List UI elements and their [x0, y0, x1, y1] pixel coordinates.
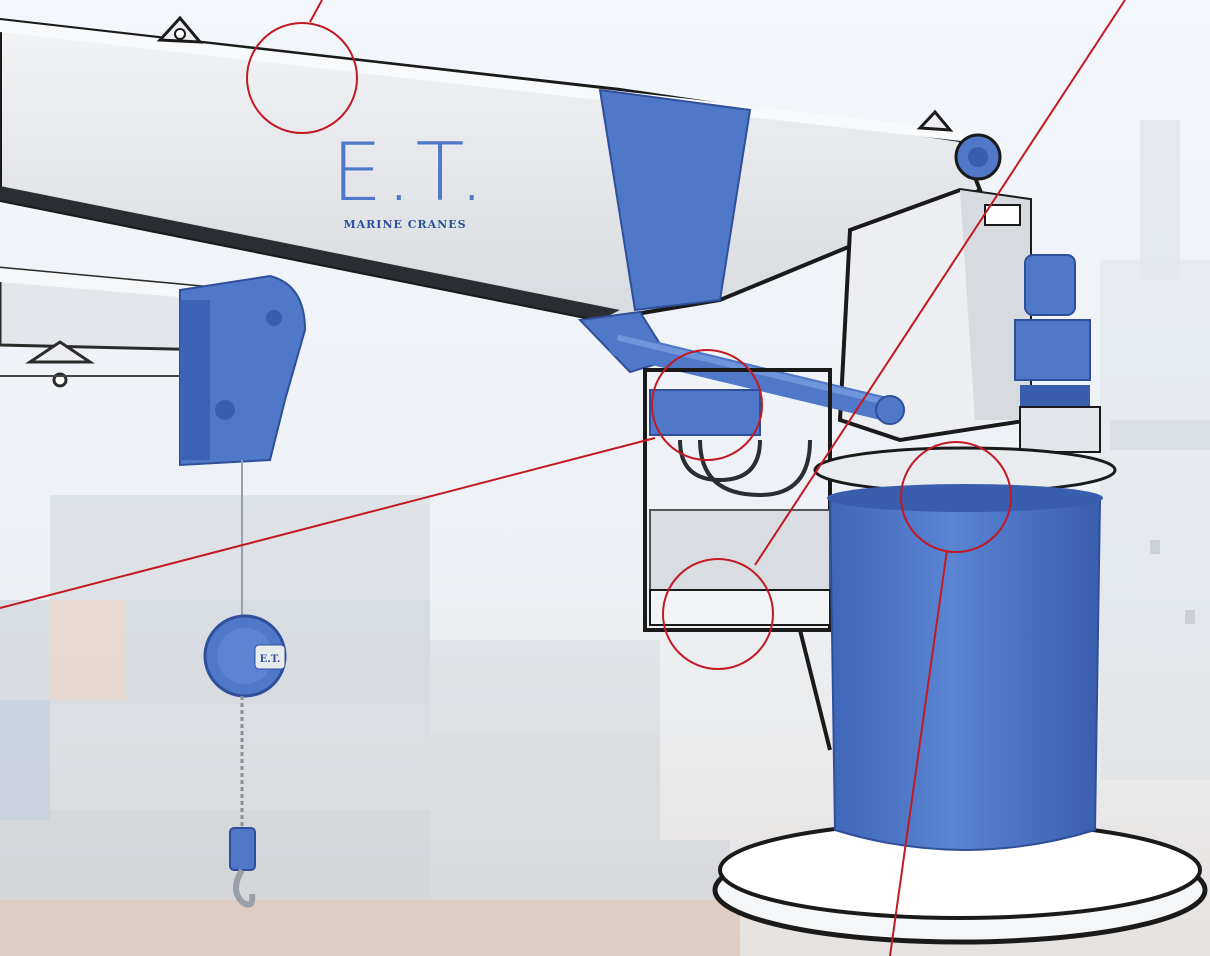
callout-slewing-circle	[900, 441, 1012, 553]
boom-logo: E.T. MARINE CRANES	[332, 126, 489, 231]
main-boom	[0, 15, 1002, 323]
valve-platform	[643, 368, 832, 751]
slew-drive-motor	[1014, 254, 1101, 453]
ship-background	[1100, 120, 1210, 780]
callout-markers	[0, 0, 1126, 956]
pedestal-column	[813, 446, 1117, 851]
container-stacks	[0, 495, 740, 956]
boom-logo-mark: E.T.	[332, 126, 489, 219]
pedestal-base	[712, 820, 1208, 945]
callout-slewing-leader	[889, 549, 948, 956]
callout-valves-leader	[0, 437, 656, 609]
boom-tip-sheave	[179, 274, 307, 467]
callout-boom-leader	[309, 0, 323, 23]
callout-valves-circle	[651, 349, 763, 461]
callout-platform-circle	[662, 558, 774, 670]
hook-ball-logo: E.T.	[260, 654, 281, 665]
king-post	[837, 187, 1032, 443]
boom-logo-subtitle: MARINE CRANES	[343, 218, 466, 231]
callout-boom-circle	[246, 22, 358, 134]
callout-platform-leader	[754, 0, 1126, 566]
hook-assembly: E.T.	[203, 460, 287, 908]
